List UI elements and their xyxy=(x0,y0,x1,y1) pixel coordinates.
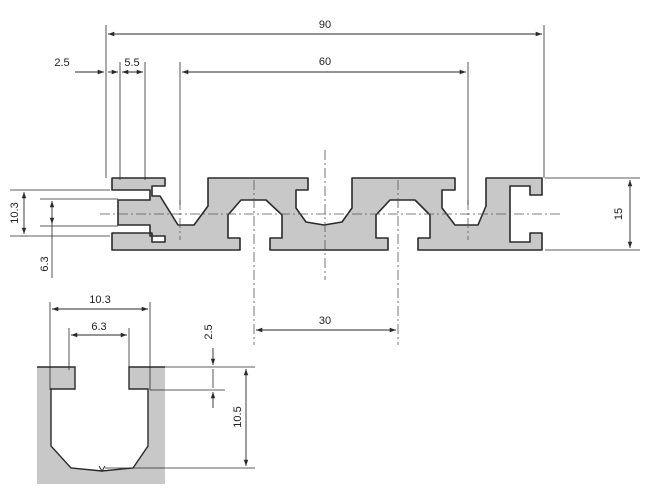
dim-label-6-3: 6.3 xyxy=(39,256,51,271)
dim-overall-width: 90 xyxy=(108,19,542,37)
slot-detail-notch xyxy=(98,465,106,472)
dim-label-2-5: 2.5 xyxy=(54,57,69,69)
detail-label-2-5: 2.5 xyxy=(203,324,215,339)
detail-label-6-3: 6.3 xyxy=(91,321,106,333)
dim-left-margin: 2.5 xyxy=(54,57,104,75)
dim-slot-span: 60 xyxy=(182,56,466,75)
dim-label-10-3: 10.3 xyxy=(9,202,21,223)
dim-label-30: 30 xyxy=(319,315,331,327)
dim-slot-pitch: 30 xyxy=(256,315,396,333)
centerlines xyxy=(100,150,560,345)
slot-detail-profile xyxy=(37,367,165,484)
slot-detail: 10.3 6.3 2.5 10.5 xyxy=(37,294,255,484)
dim-label-60: 60 xyxy=(319,56,331,68)
dim-profile-height: 15 xyxy=(613,180,633,248)
profile-outline xyxy=(111,177,543,251)
dim-label-90: 90 xyxy=(319,19,331,31)
dim-label-5-5: 5.5 xyxy=(124,57,139,69)
extrusion-profile xyxy=(111,177,543,251)
extension-lines xyxy=(10,25,640,251)
dim-label-15: 15 xyxy=(613,208,625,220)
detail-label-10-3: 10.3 xyxy=(89,294,110,306)
dim-slot-opening-inner: 6.3 xyxy=(39,201,55,278)
dim-slot-lip: 5.5 xyxy=(108,57,143,75)
dim-slot-opening-outer: 10.3 xyxy=(9,192,27,234)
detail-label-10-5: 10.5 xyxy=(232,406,244,427)
